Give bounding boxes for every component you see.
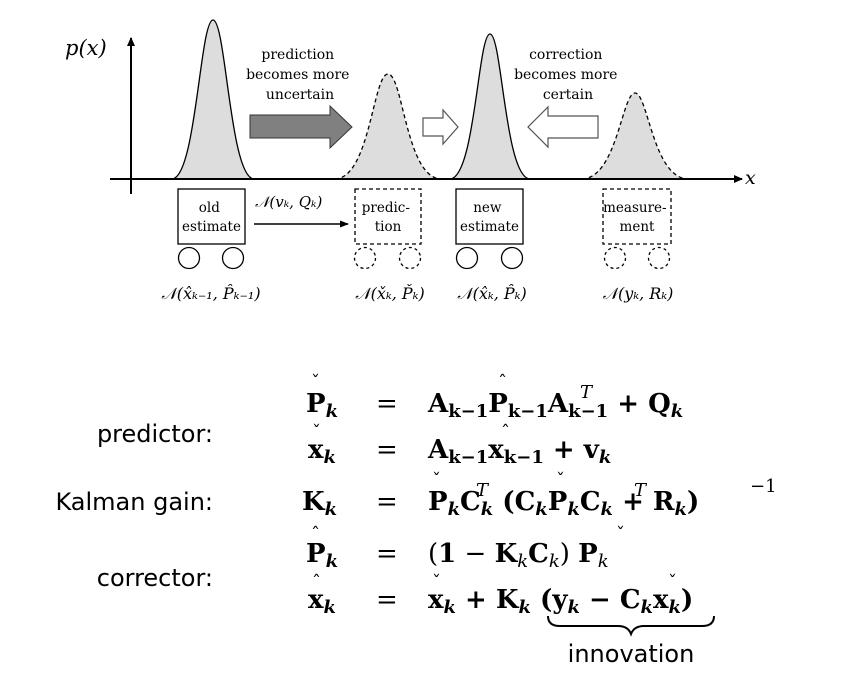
svg-text:ˆ: ˆ (312, 572, 321, 593)
x-axis-label: x (745, 167, 756, 189)
prediction-arrow (249, 104, 353, 150)
new-estimate-curve (449, 33, 531, 180)
svg-text:PkCk (CkPkCk + Rk): PkCk (CkPkCk + Rk) (428, 487, 699, 520)
small-right-arrow (422, 108, 459, 146)
svg-text:T: T (476, 480, 490, 501)
equation-predictor-mean: xk ˇ = Ak−1xk−1 + vk ˆ (308, 422, 611, 468)
transition-label: 𝒩(vₖ, Qₖ) (255, 193, 322, 211)
equation-corrector-covariance: Pk ˆ = (1 − KkCk) Pk ˇ (306, 524, 625, 572)
svg-text:ˇ: ˇ (311, 372, 320, 393)
svg-text:xk + Kk (yk − Ckxk): xk + Kk (yk − Ckxk) (428, 585, 693, 618)
prediction-label: predic- tion (362, 200, 414, 235)
new-distribution: 𝒩(x̂ₖ, P̂ₖ) (457, 284, 526, 303)
svg-text:T: T (634, 480, 648, 501)
svg-text:ˇ: ˇ (432, 572, 441, 593)
old-estimate-curve (171, 19, 255, 180)
innovation-underbrace (547, 615, 715, 637)
old-wheel-right (221, 246, 245, 270)
new-estimate-box (455, 188, 524, 245)
svg-text:ˆ: ˆ (501, 422, 510, 443)
svg-text:−1: −1 (750, 476, 777, 497)
svg-text:=: = (376, 539, 398, 569)
svg-text:ˆ: ˆ (498, 372, 507, 393)
corrector-label: corrector: (97, 564, 213, 592)
kalman-gain-label: Kalman gain: (55, 488, 213, 516)
old-estimate-box (177, 188, 246, 245)
old-estimate-label: old estimate (182, 200, 241, 235)
predictor-label: predictor: (97, 420, 213, 448)
measurement-curve (581, 92, 689, 180)
svg-text:ˇ: ˇ (556, 470, 565, 491)
svg-text:ˇ: ˇ (312, 422, 321, 443)
svg-text:=: = (376, 389, 398, 419)
svg-text:=: = (376, 585, 398, 615)
new-wheel-left (455, 246, 479, 270)
svg-text:ˇ: ˇ (668, 572, 677, 593)
prediction-wheel-left (353, 246, 377, 270)
measurement-box (602, 188, 672, 245)
equation-kalman-gain: Kk = PkCk (CkPkCk + Rk) ˇ ˇ T T −1 (302, 470, 777, 520)
measurement-label: measure- ment (603, 200, 671, 235)
measurement-wheel-right (647, 246, 671, 270)
svg-text:ˆ: ˆ (311, 524, 320, 545)
new-estimate-label: new estimate (460, 200, 519, 235)
equation-predictor-covariance: Pk ˇ = Ak−1Pk−1Ak−1 + Qk ˆ T (306, 372, 683, 422)
svg-text:Kk: Kk (302, 487, 337, 520)
correction-arrow (527, 105, 599, 149)
svg-text:=: = (376, 435, 398, 465)
svg-text:(1 − KkCk) Pk: (1 − KkCk) Pk (428, 539, 609, 572)
svg-text:Ak−1Pk−1Ak−1 + Qk: Ak−1Pk−1Ak−1 + Qk (427, 389, 683, 422)
measurement-wheel-left (603, 246, 627, 270)
old-distribution: 𝒩(x̂ₖ₋₁, P̂ₖ₋₁) (161, 284, 260, 303)
correction-caption: correction becomes more certain (514, 47, 622, 103)
svg-text:ˇ: ˇ (432, 470, 441, 491)
old-wheel-left (177, 246, 201, 270)
prediction-wheel-right (398, 246, 422, 270)
svg-text:=: = (376, 487, 398, 517)
prediction-box (354, 188, 422, 245)
prediction-curve (334, 73, 442, 180)
svg-text:T: T (580, 382, 594, 403)
svg-text:ˇ: ˇ (616, 524, 625, 545)
y-axis-label: p(x) (65, 36, 107, 60)
measurement-distribution: 𝒩(yₖ, Rₖ) (603, 284, 674, 303)
equation-corrector-mean: xk ˆ = xk + Kk (yk − Ckxk) ˇ ˇ (308, 572, 693, 618)
svg-text:Pk: Pk (306, 389, 338, 422)
prediction-distribution: 𝒩(x̌ₖ, P̌ₖ) (355, 284, 424, 303)
innovation-label: innovation (568, 640, 695, 668)
svg-text:Ak−1xk−1 + vk: Ak−1xk−1 + vk (427, 435, 611, 468)
new-wheel-right (500, 246, 524, 270)
prediction-caption: prediction becomes more uncertain (246, 47, 354, 103)
